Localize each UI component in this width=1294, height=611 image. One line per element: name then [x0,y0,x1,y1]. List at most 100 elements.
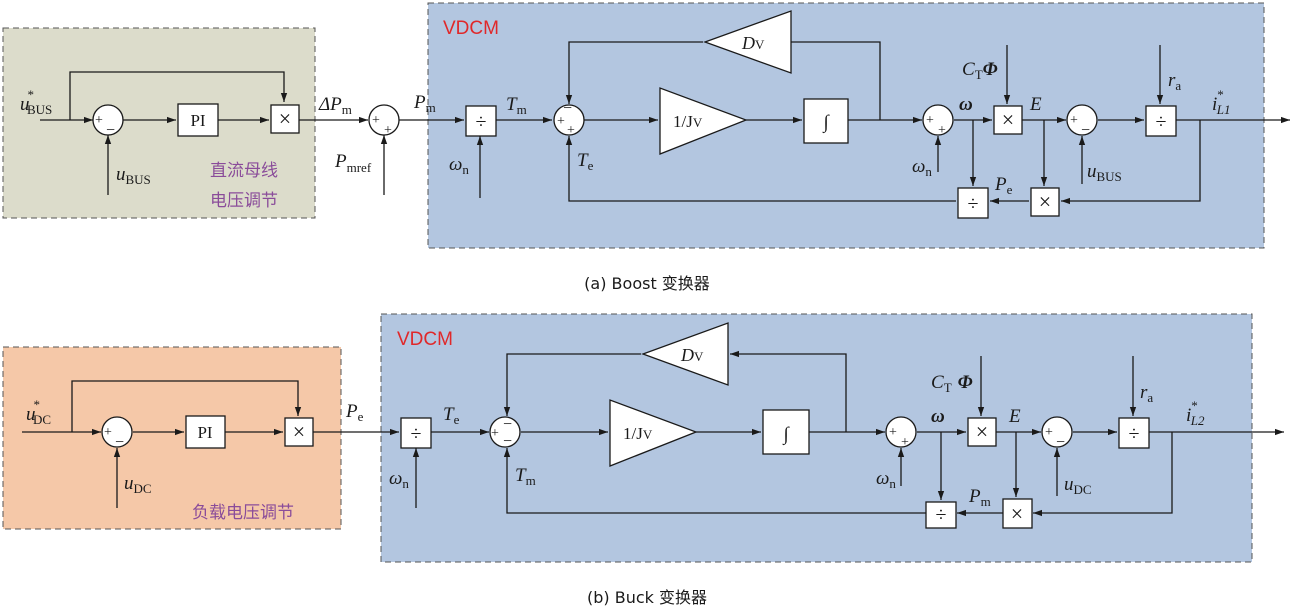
note-a-line2: 电压调节 [210,191,278,211]
sum-speed-b [885,416,917,448]
svg-text:+: + [557,114,565,129]
svg-text:+: + [1045,425,1053,440]
integrator-b [762,409,810,455]
label-tm-b: Tm [515,465,536,488]
svg-text:÷: ÷ [968,193,979,215]
label-tm: Tm [506,94,527,117]
svg-text:+: + [372,113,380,128]
label-u-dc-2: uDC [1064,474,1092,497]
svg-text:−: − [1056,434,1065,451]
label-u-bus-2: uBUS [1087,161,1122,184]
label-te-b: Te [443,404,460,427]
svg-text:−: − [563,100,572,117]
svg-text:DV: DV [680,345,704,365]
label-pm: Pm [413,92,436,115]
label-pe-in: Pe [345,401,364,424]
label-pe: Pe [994,174,1013,197]
label-e: E [1029,94,1042,115]
svg-text:+: + [491,426,499,441]
svg-text:+: + [901,435,909,450]
label-omega-b: ω [931,406,945,427]
sum-power-a [368,104,400,136]
vdcm-box-b [380,313,1253,563]
svg-text:1/JV: 1/JV [673,112,703,131]
inertia-gain-b [609,399,698,467]
svg-text:×: × [279,106,291,131]
label-omega-n2: ωn [912,156,932,179]
sum-error-a [92,104,124,136]
svg-text:+: + [384,123,392,138]
svg-text:×: × [293,419,305,444]
sum-voltage-a [1066,104,1098,136]
label-pm-b: Pm [968,486,991,509]
svg-text:×: × [1039,189,1051,214]
note-b: 负载电压调节 [192,503,294,523]
divider-b1 [400,417,432,449]
svg-text:−: − [1081,122,1090,139]
label-omega: ω [959,94,973,115]
multiplier-a3 [1030,187,1060,217]
caption-a: (a) Boost 变换器 [584,274,710,293]
svg-text:+: + [1070,113,1078,128]
diagram-b: VDCM 负载电压调节 + − + − − [2,313,1284,607]
sum-torque-b [489,416,521,448]
svg-text:×: × [1002,107,1014,132]
svg-text:+: + [104,425,112,440]
label-delta-pm: ΔPm [318,94,352,117]
multiplier-a1 [270,104,300,134]
pi-block-a [177,103,219,137]
multiplier-b3 [1002,498,1033,529]
caption-b: (b) Buck 变换器 [587,588,707,607]
multiplier-a2 [993,105,1023,135]
svg-text:+: + [938,123,946,138]
svg-text:÷: ÷ [476,111,487,133]
damping-gain-b [641,322,729,386]
label-omega-n1: ωn [449,154,469,177]
multiplier-b1 [284,417,314,447]
svg-text:−: − [106,122,115,139]
svg-text:+: + [567,123,575,138]
inertia-gain-a [659,87,748,155]
svg-text:+: + [926,113,934,128]
svg-text:÷: ÷ [1156,111,1167,133]
note-a-line1: 直流母线 [210,161,278,181]
label-pmref: Pmref [334,151,372,175]
divider-a1 [465,105,497,137]
damping-gain-a [703,10,792,74]
label-omega-n1-b: ωn [389,468,409,491]
svg-text:−: − [503,416,512,433]
svg-text:∫: ∫ [822,112,830,134]
label-u-bus-fb: uBUS [116,164,151,187]
label-e-b: E [1008,406,1021,427]
label-omega-n2-b: ωn [876,468,896,491]
svg-text:PI: PI [190,111,205,130]
label-ra-b: ra [1140,382,1153,405]
svg-text:÷: ÷ [1129,423,1140,445]
pi-block-b [185,415,226,449]
label-ra: ra [1168,70,1181,93]
diagram-a: VDCM 直流母线 电压调节 + − [2,2,1290,293]
sum-speed-a [922,104,954,136]
vdcm-title-a: VDCM [443,18,499,39]
svg-text:÷: ÷ [936,504,947,526]
svg-text:+: + [95,113,103,128]
sum-torque-a [553,104,585,136]
label-il1-ref: i*L1 [1212,87,1231,117]
sum-error-b [101,416,133,448]
divider-b2 [1118,417,1150,449]
divider-a3 [957,187,989,219]
voltage-regulation-box-a [2,27,316,219]
svg-text:+: + [889,425,897,440]
label-u-bus-ref: u*BUS [20,87,52,117]
svg-text:DV: DV [741,33,765,53]
divider-a2 [1145,105,1177,137]
integrator-a [803,98,849,144]
multiplier-b2 [967,417,997,447]
label-ct-phi: CTΦ [962,59,998,82]
svg-text:1/JV: 1/JV [623,424,653,443]
label-u-dc-ref: u*DC [26,397,51,427]
svg-text:∫: ∫ [782,424,790,446]
svg-text:×: × [976,419,988,444]
